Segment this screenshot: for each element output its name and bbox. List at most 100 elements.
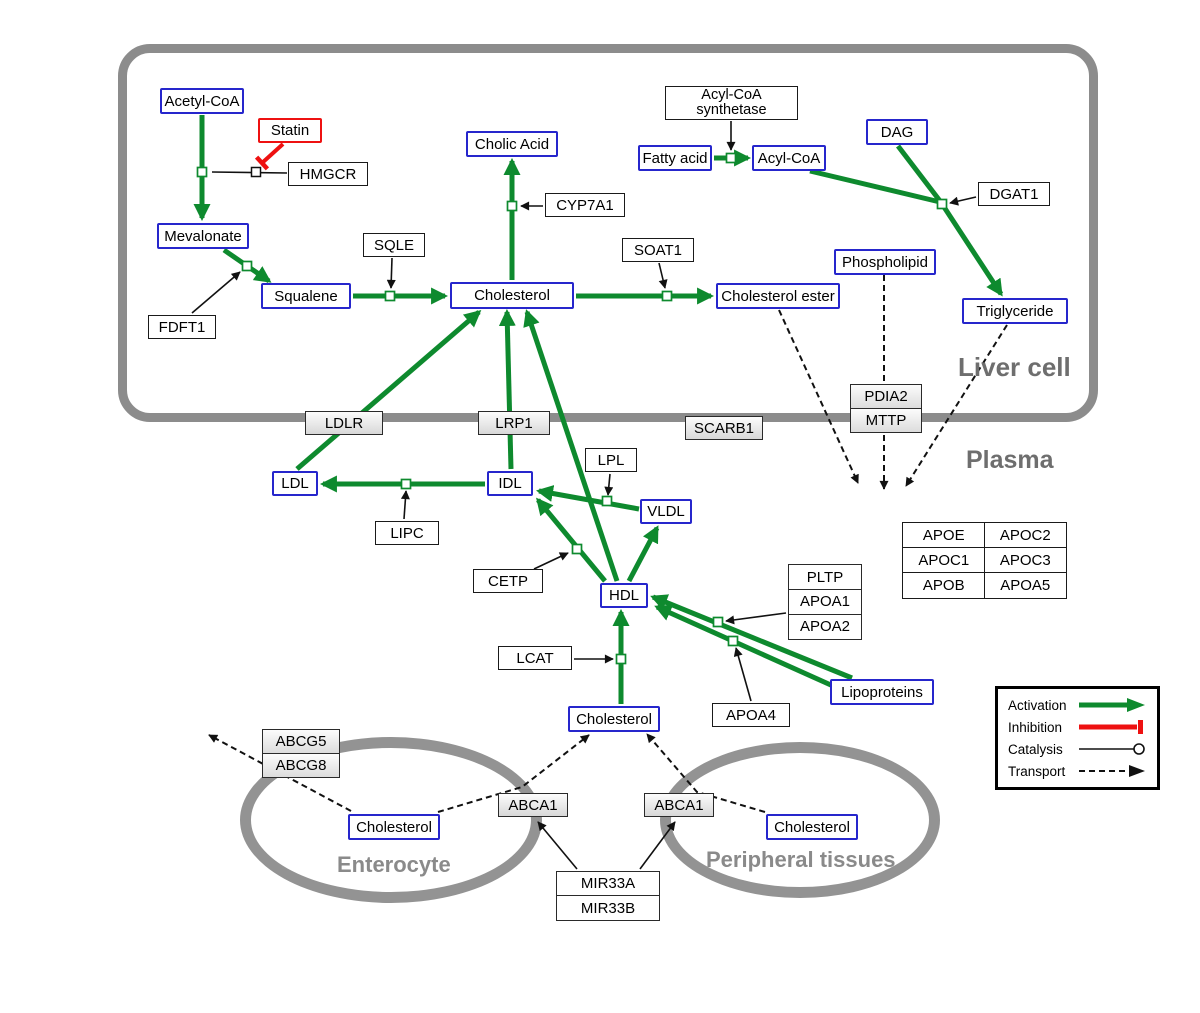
- catalysis-circle-icon: [1079, 743, 1145, 755]
- edge-apoa4-catalysis: [733, 647, 752, 702]
- liver-cell-label: Liver cell: [958, 352, 1071, 382]
- node-apoa2[interactable]: APOA2: [788, 613, 862, 640]
- node-lpl[interactable]: LPL: [585, 448, 637, 472]
- legend-row-inhibition: Inhibition: [1008, 718, 1147, 736]
- reaction-node-soat1: [661, 290, 673, 302]
- legend-inhibition-label: Inhibition: [1008, 719, 1063, 735]
- stack-mir33: MIR33A MIR33B: [556, 871, 660, 921]
- node-cholic-acid[interactable]: Cholic Acid: [466, 131, 558, 157]
- node-cholesterol-ester[interactable]: Cholesterol ester: [716, 283, 840, 309]
- edge-hdl-idl: [536, 497, 607, 583]
- node-soat1[interactable]: SOAT1: [622, 238, 694, 262]
- reaction-node-sqle: [384, 290, 396, 302]
- enterocyte-label: Enterocyte: [337, 852, 451, 877]
- node-apoc2[interactable]: APOC2: [983, 522, 1067, 549]
- node-phospholipid[interactable]: Phospholipid: [834, 249, 936, 275]
- node-apoe[interactable]: APOE: [902, 522, 986, 549]
- node-apoc3[interactable]: APOC3: [983, 547, 1067, 574]
- plasma-label: Plasma: [966, 446, 1054, 474]
- node-lrp1[interactable]: LRP1: [478, 411, 550, 435]
- node-acetyl-coa[interactable]: Acetyl-CoA: [160, 88, 244, 114]
- legend: Activation Inhibition Catalysis Transpor…: [995, 686, 1160, 790]
- node-apoc1[interactable]: APOC1: [902, 547, 986, 574]
- node-lcat[interactable]: LCAT: [498, 646, 572, 670]
- stack-pdia2-mttp: PDIA2 MTTP: [850, 384, 922, 433]
- node-triglyceride[interactable]: Triglyceride: [962, 298, 1068, 324]
- statin-inhibition-tee: [254, 155, 270, 171]
- edge-peripheral-cholesterol-transport: [646, 733, 766, 813]
- node-abcg5[interactable]: ABCG5: [262, 729, 340, 755]
- edge-ldl-cholesterol: [295, 310, 482, 471]
- peripheral-tissues-membrane: [660, 742, 940, 898]
- node-pltp[interactable]: PLTP: [788, 564, 862, 591]
- node-dag[interactable]: DAG: [866, 119, 928, 145]
- node-scarb1[interactable]: SCARB1: [685, 416, 763, 440]
- node-apoa4[interactable]: APOA4: [712, 703, 790, 727]
- enterocyte-membrane: [240, 737, 542, 903]
- node-cholesterol-peripheral[interactable]: Cholesterol: [766, 814, 858, 840]
- inhibition-tee-icon: [1079, 720, 1143, 734]
- reaction-node-cetp: [571, 543, 583, 555]
- edge-dgat1-catalysis: [949, 196, 977, 206]
- edge-hmgcr-catalysis: [211, 171, 288, 174]
- edge-lipoproteins-hdl-1: [650, 594, 853, 681]
- node-dgat1[interactable]: DGAT1: [978, 182, 1050, 206]
- node-pdia2[interactable]: PDIA2: [850, 384, 922, 410]
- node-acyl-coa-synthetase[interactable]: Acyl-CoA synthetase: [665, 86, 798, 120]
- reaction-node-lcat: [615, 653, 627, 665]
- node-ldl[interactable]: LDL: [272, 471, 318, 496]
- edge-soat1-catalysis: [658, 262, 668, 289]
- node-cetp[interactable]: CETP: [473, 569, 543, 593]
- acyl-coa-synthetase-line1: Acyl-CoA: [701, 86, 762, 103]
- node-abca1-enterocyte[interactable]: ABCA1: [498, 793, 568, 817]
- reaction-node-apoa-stack: [712, 616, 724, 628]
- stack-abcg5-abcg8: ABCG5 ABCG8: [262, 729, 340, 778]
- node-apoa1[interactable]: APOA1: [788, 588, 862, 616]
- node-lipc[interactable]: LIPC: [375, 521, 439, 545]
- node-idl[interactable]: IDL: [487, 471, 533, 496]
- stack-pltp-apoa1-apoa2: PLTP APOA1 APOA2: [788, 564, 862, 640]
- edge-lipoproteins-hdl-2: [654, 604, 844, 693]
- node-apob[interactable]: APOB: [902, 572, 986, 599]
- acyl-coa-synthetase-line2: synthetase: [696, 102, 767, 118]
- node-abcg8[interactable]: ABCG8: [262, 752, 340, 778]
- node-fatty-acid[interactable]: Fatty acid: [638, 145, 712, 171]
- hmgcr-catalysis-anchor: [250, 166, 262, 178]
- edge-sqle-catalysis: [386, 257, 396, 289]
- peripheral-tissues-label: Peripheral tissues: [706, 847, 896, 872]
- edge-mir33-abca1-right: [639, 821, 676, 870]
- legend-row-transport: Transport: [1008, 762, 1147, 780]
- node-abca1-peripheral[interactable]: ABCA1: [644, 793, 714, 817]
- node-lipoproteins[interactable]: Lipoproteins: [830, 679, 934, 705]
- edge-apoa-stack-catalysis: [725, 612, 787, 625]
- legend-activation-label: Activation: [1008, 697, 1067, 713]
- node-cholesterol-enterocyte[interactable]: Cholesterol: [348, 814, 440, 840]
- node-vldl[interactable]: VLDL: [640, 499, 692, 524]
- node-mttp[interactable]: MTTP: [850, 407, 922, 433]
- edge-lipc-catalysis: [400, 490, 410, 520]
- edge-hdl-vldl: [626, 525, 660, 583]
- edge-junction-triglyceride: [941, 205, 1004, 297]
- node-cyp7a1[interactable]: CYP7A1: [545, 193, 625, 217]
- node-hdl[interactable]: HDL: [600, 583, 648, 608]
- reaction-node-dgat1: [936, 198, 948, 210]
- node-mir33a[interactable]: MIR33A: [556, 871, 660, 897]
- node-ldlr[interactable]: LDLR: [305, 411, 383, 435]
- node-hmgcr[interactable]: HMGCR: [288, 162, 368, 186]
- node-sqle[interactable]: SQLE: [363, 233, 425, 257]
- node-squalene[interactable]: Squalene: [261, 283, 351, 309]
- node-cholesterol-liver[interactable]: Cholesterol: [450, 282, 574, 309]
- node-mevalonate[interactable]: Mevalonate: [157, 223, 249, 249]
- legend-catalysis-label: Catalysis: [1008, 741, 1063, 757]
- node-statin[interactable]: Statin: [258, 118, 322, 143]
- edge-idl-cholesterol: [498, 308, 516, 470]
- reaction-node-hmgcr: [196, 166, 208, 178]
- node-apoa5[interactable]: APOA5: [983, 572, 1067, 599]
- edge-cetp-catalysis: [533, 552, 569, 570]
- node-cholesterol-plasma[interactable]: Cholesterol: [568, 706, 660, 732]
- node-mir33b[interactable]: MIR33B: [556, 895, 660, 921]
- node-fdft1[interactable]: FDFT1: [148, 315, 216, 339]
- node-acyl-coa[interactable]: Acyl-CoA: [752, 145, 826, 171]
